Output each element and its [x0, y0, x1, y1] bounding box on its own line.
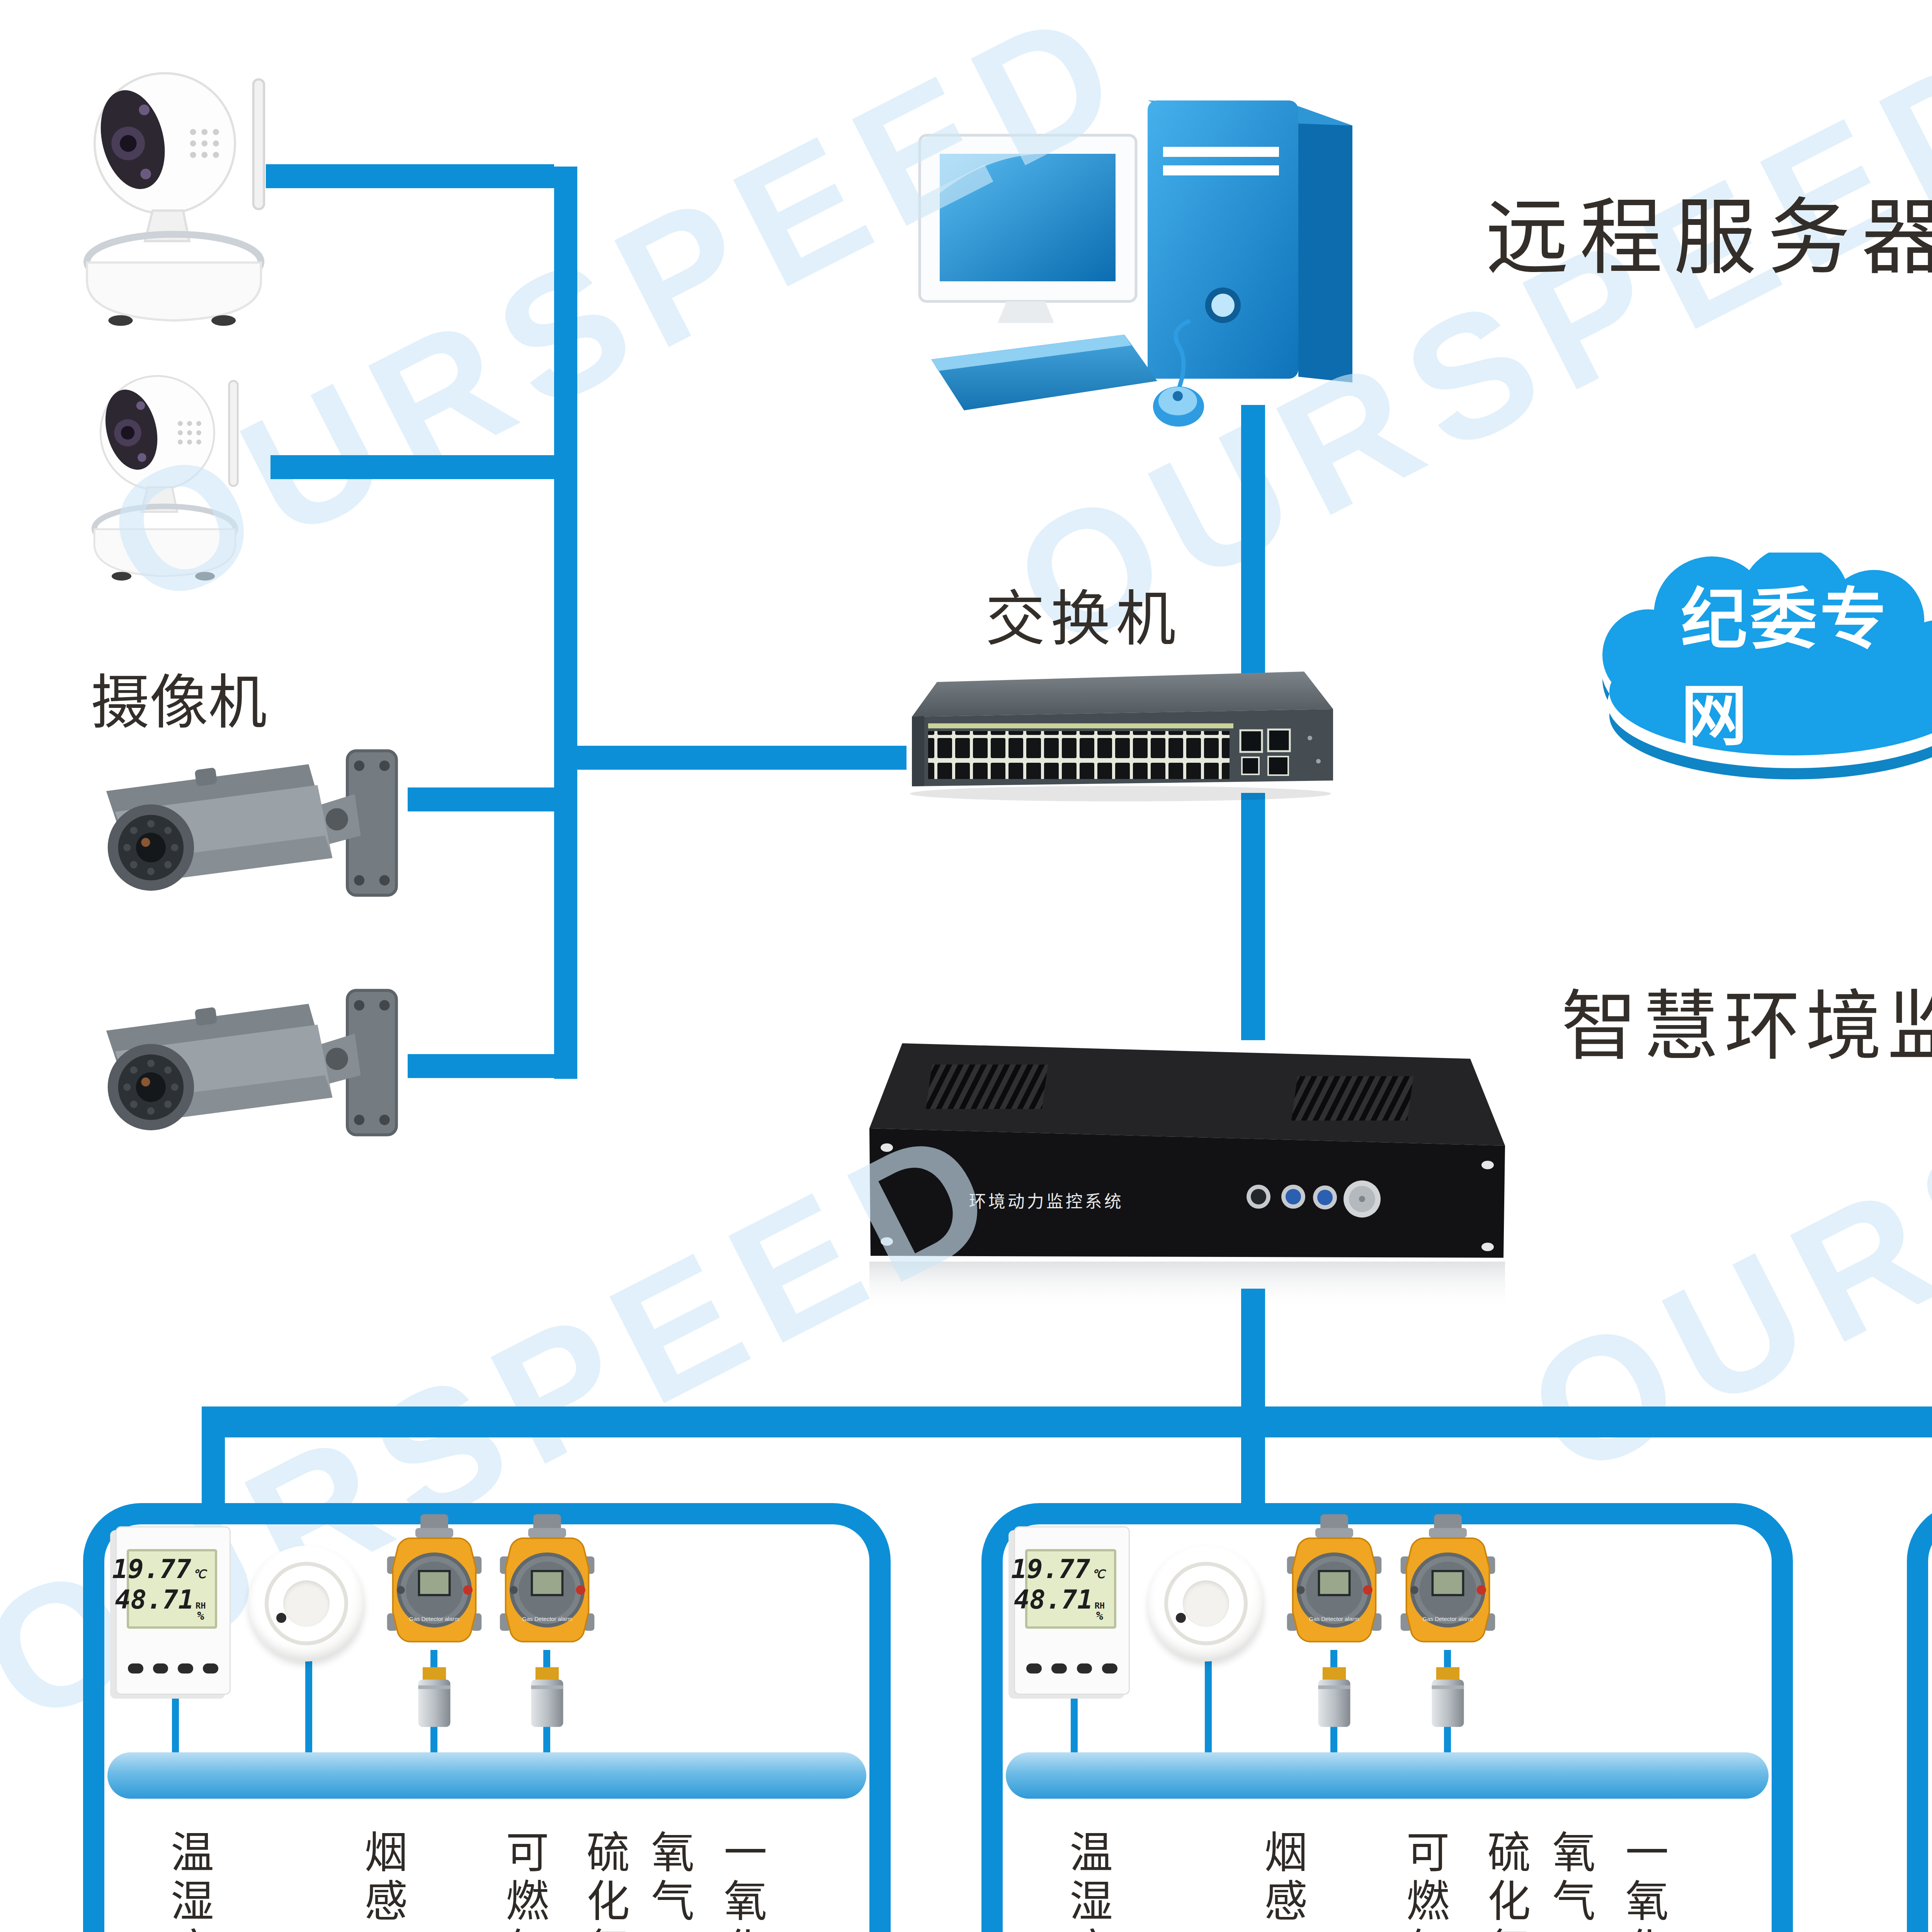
room-distribution-bus [202, 1406, 1932, 1437]
sensor-link-line [1205, 1650, 1212, 1754]
sensor-label: 硫化氢 [1474, 1830, 1536, 1932]
lcd-humidity: 48.71 [115, 1587, 194, 1613]
bullet-camera-1 [77, 723, 413, 923]
private-network-cloud-label: 纪委专网 [1681, 565, 1905, 758]
switch-to-host-line [1241, 793, 1265, 1040]
trunk-to-switch-line [577, 746, 906, 770]
camera-group-label: 摄像机 [91, 655, 267, 740]
lcd-display: 19.77℃ 48.71RH% [1025, 1549, 1116, 1629]
sensor-label: 温湿度 [157, 1830, 219, 1932]
gas-detector-2: Gas Detector alarm [499, 1513, 595, 1735]
camera1-link-line [266, 164, 554, 188]
sensor-label: 氧气 [1539, 1830, 1601, 1927]
sensor-label: 温湿度 [1056, 1830, 1118, 1932]
sensor-buttons [128, 1663, 218, 1673]
sensor-label: 可燃气体 [492, 1830, 554, 1932]
lcd-display: 19.77℃ 48.71RH% [127, 1549, 217, 1629]
gas-detector-text: Gas Detector alarm [405, 1615, 463, 1623]
sensor-label: 硫化氢 [573, 1830, 635, 1932]
camera4-link-line [408, 1054, 554, 1078]
camera2-link-line [270, 455, 554, 479]
gas-detector-text: Gas Detector alarm [1419, 1615, 1477, 1623]
sensor-label: 烟感 [350, 1830, 413, 1927]
room1-drop-line [202, 1432, 225, 1505]
gas-detector-1: Gas Detector alarm [386, 1513, 483, 1735]
smoke-detector [248, 1546, 364, 1662]
sensor-label: 可燃气体 [1393, 1830, 1455, 1932]
host-to-bus-line [1241, 1289, 1265, 1422]
room-interview-1: 19.77℃ 48.71RH% Gas Detector alarm Gas D… [83, 1503, 891, 1932]
temp-humidity-sensor: 19.77℃ 48.71RH% [116, 1526, 231, 1695]
lcd-temperature: 19.77 [1011, 1556, 1090, 1582]
network-switch [900, 665, 1341, 804]
sensor-buttons [1026, 1663, 1117, 1673]
room2-drop-line [1241, 1432, 1265, 1505]
private-network-cloud: 纪委专网 [1569, 553, 1932, 784]
host-label: 智慧环境监控主机 [1561, 964, 1932, 1075]
sensor-label: 烟感 [1250, 1830, 1313, 1927]
temp-humidity-sensor: 19.77℃ 48.71RH% [1014, 1526, 1130, 1695]
room-interview-n: 19.77℃ 48.71RH% Gas Detector alarm Gas D… [1907, 1503, 1932, 1932]
remote-server-label: 远程服务器 [1486, 170, 1932, 290]
sensor-link-line [305, 1650, 312, 1754]
room-sensor-bus [1006, 1752, 1769, 1799]
camera3-link-line [408, 787, 554, 811]
room-box [1907, 1503, 1932, 1932]
gas-detector-text: Gas Detector alarm [518, 1615, 576, 1623]
lcd-temp-unit: ℃ [1092, 1568, 1105, 1580]
sensor-label: 一氧化碳 [710, 1830, 772, 1932]
lcd-temp-unit: ℃ [193, 1568, 206, 1580]
lcd-humidity: 48.71 [1014, 1587, 1093, 1613]
lcd-percent: % [197, 1610, 204, 1622]
smoke-detector [1148, 1546, 1264, 1662]
gas-detector-2: Gas Detector alarm [1400, 1513, 1496, 1735]
bullet-camera-2 [77, 962, 413, 1163]
gas-detector-1: Gas Detector alarm [1286, 1513, 1383, 1735]
room-sensor-bus [107, 1752, 867, 1799]
camera-trunk-line [554, 167, 577, 1079]
switch-label: 交换机 [985, 570, 1181, 657]
room-interview-2: 19.77℃ 48.71RH% Gas Detector alarm Gas D… [981, 1503, 1793, 1932]
lcd-percent: % [1096, 1610, 1103, 1622]
lcd-temperature: 19.77 [112, 1556, 191, 1582]
sensor-label: 一氧化碳 [1612, 1830, 1674, 1932]
sensor-label: 氧气 [637, 1830, 700, 1927]
gas-detector-text: Gas Detector alarm [1305, 1615, 1363, 1623]
server-to-switch-line [1241, 405, 1265, 675]
ptz-camera-1 [66, 29, 298, 334]
